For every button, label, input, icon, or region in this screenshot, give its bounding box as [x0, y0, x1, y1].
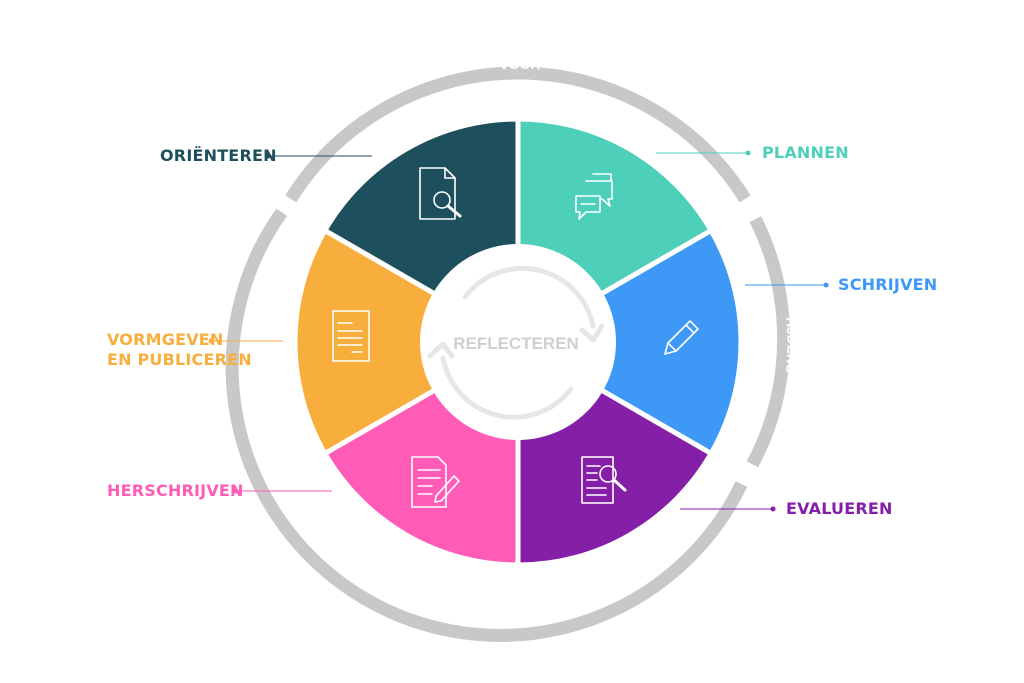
- step-label-evalueren: EVALUEREN: [786, 499, 893, 518]
- chat-bubbles-icon: [575, 173, 613, 220]
- phase-label-tijdens: TIJDENS: [783, 314, 801, 375]
- document-lines-icon: [332, 310, 370, 362]
- center-label: REFLECTEREN: [453, 334, 579, 353]
- pencil-icon: [664, 320, 699, 355]
- document-edit-icon: [411, 456, 460, 508]
- step-label-herschrijven: HERSCHRIJVEN: [107, 481, 244, 500]
- leader-dot-schrijven: [823, 282, 829, 288]
- reflect-cycle-arrows: [427, 265, 605, 420]
- step-label-schrijven: SCHRIJVEN: [838, 275, 938, 294]
- step-label-vormgeven-line2: EN PUBLICEREN: [107, 350, 252, 369]
- step-label-plannen: PLANNEN: [762, 143, 849, 162]
- document-magnifier-icon: [581, 456, 627, 504]
- phase-arc-tijdens: [746, 216, 791, 468]
- reflect-arrow-top: [462, 265, 596, 329]
- phase-label-voor: VOOR: [499, 56, 541, 73]
- step-label-orienteren: ORIËNTEREN: [160, 146, 277, 165]
- leader-dot-herschrijven: [233, 488, 239, 494]
- leader-dot-plannen: [745, 150, 751, 156]
- leader-lines: [208, 150, 829, 512]
- leader-dot-orienteren: [265, 153, 271, 159]
- reflect-arrowhead-bottom: [427, 341, 455, 359]
- document-search-icon: [419, 167, 462, 220]
- phase-arc-voor: [285, 66, 751, 203]
- segments: [292, 116, 744, 568]
- phase-label-na: NA: [315, 517, 341, 543]
- leader-dot-evalueren: [770, 506, 776, 512]
- step-label-vormgeven-line1: VORMGEVEN: [107, 330, 224, 349]
- step-label-vormgeven: VORMGEVEN EN PUBLICEREN: [107, 330, 252, 370]
- reflect-arrow-bottom: [440, 355, 574, 420]
- reflect-arrowhead-top: [579, 323, 605, 343]
- leader-dot-vormgeven: [208, 338, 214, 344]
